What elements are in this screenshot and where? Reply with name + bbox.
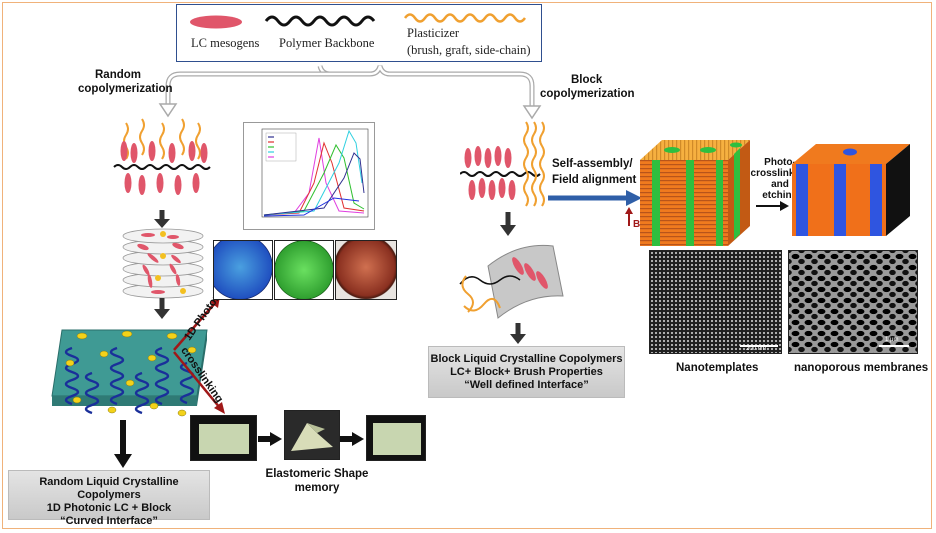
scale-bar-200nm-label: 200 nm: [746, 346, 767, 352]
block-summary-box: Block Liquid Crystalline Copolymers LC+ …: [428, 346, 625, 398]
self-assembly-arrow: [548, 190, 642, 206]
magnetic-field-arrow: [625, 207, 633, 226]
magnetic-field-label: B: [633, 219, 641, 230]
crosslinked-network-slab: [51, 329, 208, 417]
block-copolymer-structure: [460, 121, 545, 207]
legend-box: LC mesogens Polymer Backbone Plasticizer…: [176, 4, 542, 62]
nanotemplate-sem-image: 200 nm: [649, 250, 782, 354]
shape-memory-film-2: [284, 410, 340, 460]
random-summary-line3: “Curved Interface”: [60, 515, 158, 527]
self-assembly-label-2: Field alignment: [552, 174, 637, 186]
legend-lc-mesogens: LC mesogens: [191, 36, 260, 50]
down-arrow-1: [154, 210, 170, 228]
block-summary-line1: Block Liquid Crystalline Copolymers: [430, 353, 623, 365]
plasticizer-legend-swatch: [403, 13, 527, 23]
reflectance-spectrum-inset: [243, 122, 375, 230]
random-copolymerization-label-2: copolymerization: [78, 83, 173, 95]
block-copolymerization-label-1: Block: [571, 74, 603, 86]
ordered-block-cube: [640, 140, 750, 246]
nanotemplates-label: Nanotemplates: [676, 362, 759, 374]
scale-bar-1um-label: 1 μm: [885, 337, 899, 343]
down-arrow-2: [154, 298, 170, 319]
block-summary-line3: “Well defined Interface”: [464, 379, 589, 391]
block-copolymerization-label-2: copolymerization: [540, 88, 635, 100]
random-copolymerization-label-1: Random: [95, 69, 141, 81]
photo-crosslinking-line1: Photo-: [764, 157, 796, 168]
photo-crosslinking-line4: etching: [762, 190, 798, 201]
legend-polymer-backbone: Polymer Backbone: [279, 36, 375, 50]
random-summary-box: Random Liquid Crystalline Copolymers 1D …: [8, 470, 210, 527]
etching-arrow: [756, 201, 789, 211]
photo-crosslinking-line3: and: [771, 179, 789, 190]
shape-memory-caption: Elastomeric Shape memory: [262, 467, 372, 495]
curved-interface-sheet: [459, 244, 564, 319]
scale-bar-200nm: [740, 345, 778, 347]
photonic-film-red: [335, 240, 397, 300]
cholesteric-layer-stack: [122, 228, 204, 299]
down-arrow-5: [510, 323, 526, 344]
legend-plasticizer: Plasticizer: [407, 26, 460, 40]
mesogen-legend-swatch: [190, 15, 242, 29]
porous-block-cube: [792, 144, 910, 236]
scale-bar-1um: [879, 345, 909, 347]
shape-memory-film-3: [366, 415, 426, 461]
photo-crosslinking-label: Photo- crosslinking and etching: [750, 157, 810, 201]
self-assembly-label-1: Self-assembly/: [552, 158, 633, 170]
shape-memory-caption-line2: memory: [294, 482, 340, 494]
shape-memory-film-1: [190, 415, 257, 461]
shape-arrow-2: [340, 432, 364, 446]
random-copolymer-structure: [113, 118, 211, 195]
down-arrow-3: [114, 420, 132, 468]
down-arrow-4: [500, 212, 516, 236]
random-summary-line1: Random Liquid Crystalline Copolymers: [39, 476, 179, 501]
red-branch-arrows: [173, 296, 225, 414]
nanoporous-membranes-label: nanoporous membranes: [794, 362, 929, 374]
shape-arrow-1: [258, 432, 282, 446]
photonic-film-blue: [213, 240, 273, 300]
shape-memory-caption-line1: Elastomeric Shape: [265, 468, 369, 480]
random-summary-line2: 1D Photonic LC + Block: [46, 502, 172, 514]
legend-plasticizer-types: (brush, graft, side-chain): [407, 43, 531, 57]
block-summary-line2: LC+ Block+ Brush Properties: [450, 366, 603, 378]
photo-crosslinking-line2: crosslinking: [750, 168, 810, 179]
branch-arrows: [158, 65, 542, 120]
nanoporous-sem-image: 1 μm: [788, 250, 918, 354]
photonic-film-green: [274, 240, 334, 300]
backbone-legend-swatch: [264, 15, 376, 27]
